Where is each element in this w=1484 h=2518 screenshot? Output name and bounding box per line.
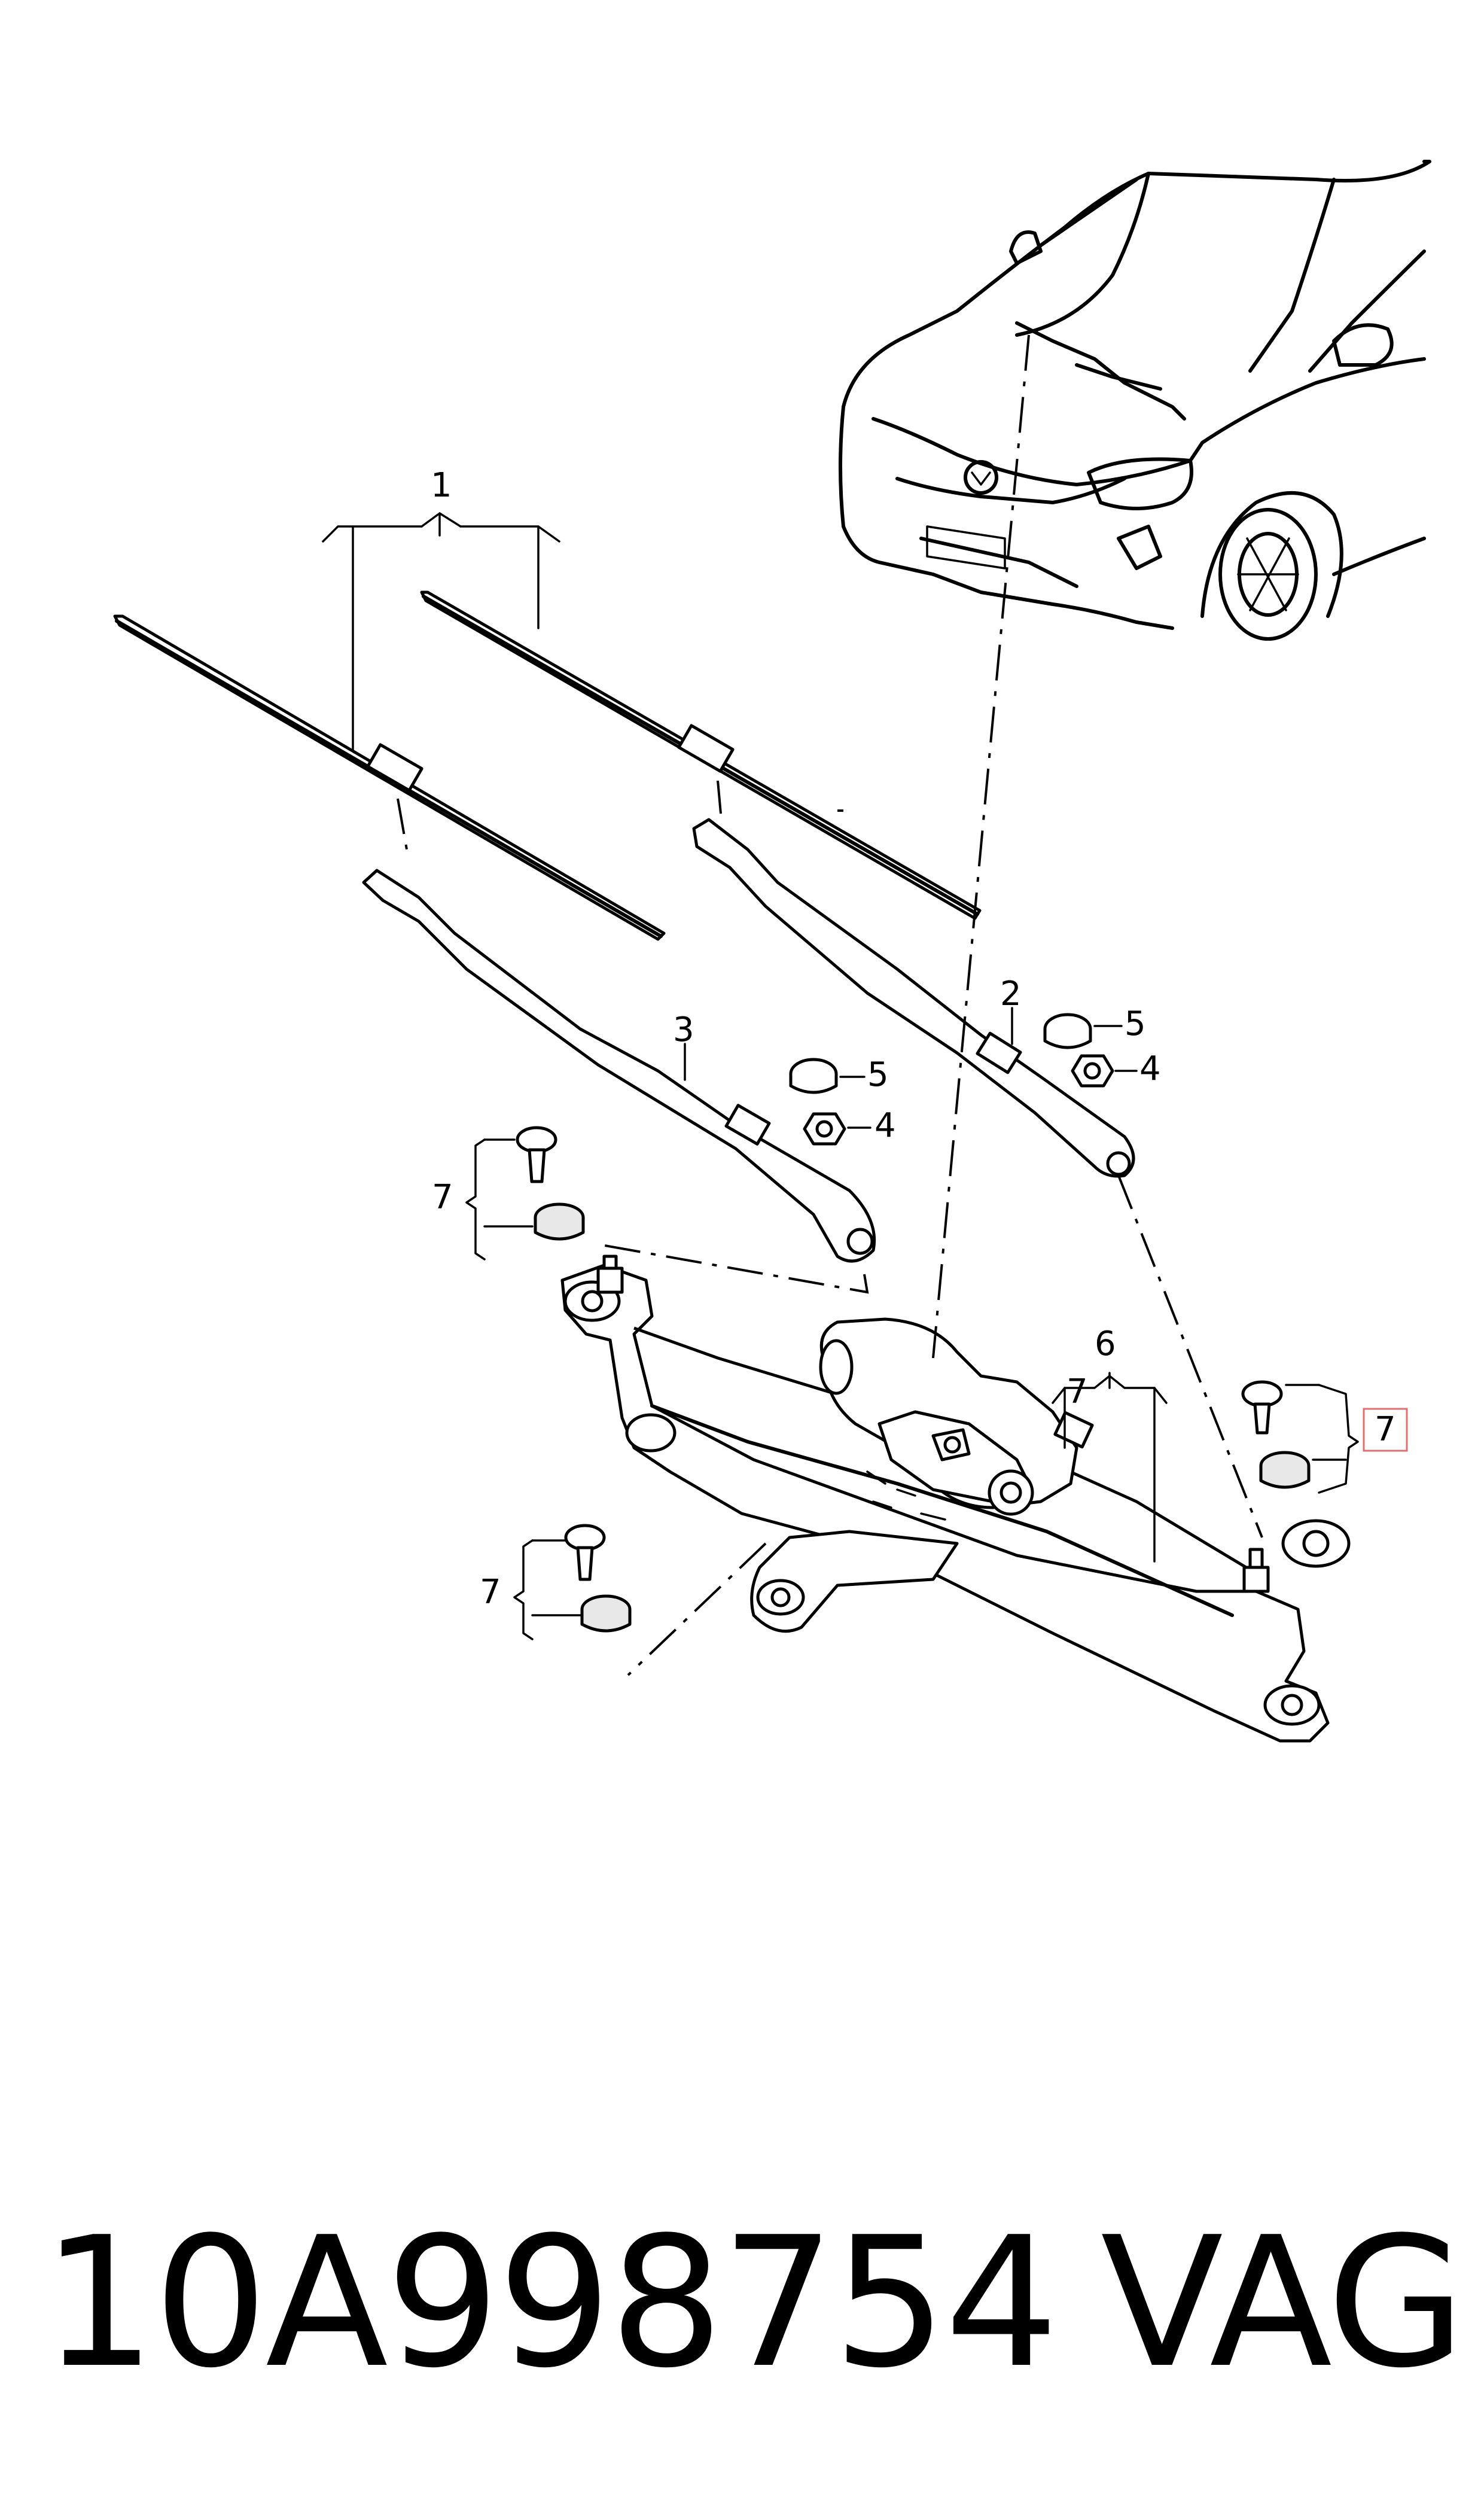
callout-7-right: 7: [1375, 1410, 1396, 1449]
callout-numbers: 1 2 3 5 4 5 4 7 6 7 7 7: [431, 466, 1408, 1612]
callout-brackets: [322, 512, 1359, 1640]
callout-5-upper: 5: [1125, 1004, 1146, 1043]
callout-7-lower-left: 7: [480, 1573, 501, 1612]
callout-5-lower: 5: [867, 1055, 889, 1094]
leader-lines: [397, 334, 1263, 1676]
wiper-blade-left: [113, 614, 666, 941]
wiper-arm-left: [362, 869, 876, 1263]
callout-7-upper-left: 7: [432, 1178, 453, 1217]
callout-6: 6: [1095, 1325, 1116, 1363]
clip-grommet-right: [1241, 1380, 1311, 1489]
clip-grommet-left-upper: [516, 1126, 585, 1241]
nut-4-upper: [1071, 1054, 1114, 1088]
brand-label: VAG: [1101, 2199, 1465, 2407]
callout-2: 2: [1000, 975, 1022, 1013]
wiper-blade-right: [420, 590, 982, 920]
callout-7-under-6: 7: [1066, 1372, 1088, 1411]
wiper-motor: [819, 1317, 1094, 1521]
wiper-arm-right: [692, 818, 1135, 1178]
callout-4-lower: 4: [874, 1106, 896, 1145]
car-illustration: [839, 160, 1431, 641]
cap-5-lower: [789, 1058, 838, 1094]
callout-7-right-highlight: [1363, 1408, 1408, 1452]
callout-4-upper: 4: [1139, 1049, 1161, 1088]
cap-5-upper: [1043, 1013, 1092, 1049]
clip-grommet-left-lower: [564, 1524, 632, 1633]
part-number-label: 10A998754: [42, 2199, 1059, 2407]
callout-1: 1: [431, 466, 452, 505]
callout-3: 3: [673, 1010, 694, 1049]
nut-4-lower: [803, 1112, 846, 1146]
